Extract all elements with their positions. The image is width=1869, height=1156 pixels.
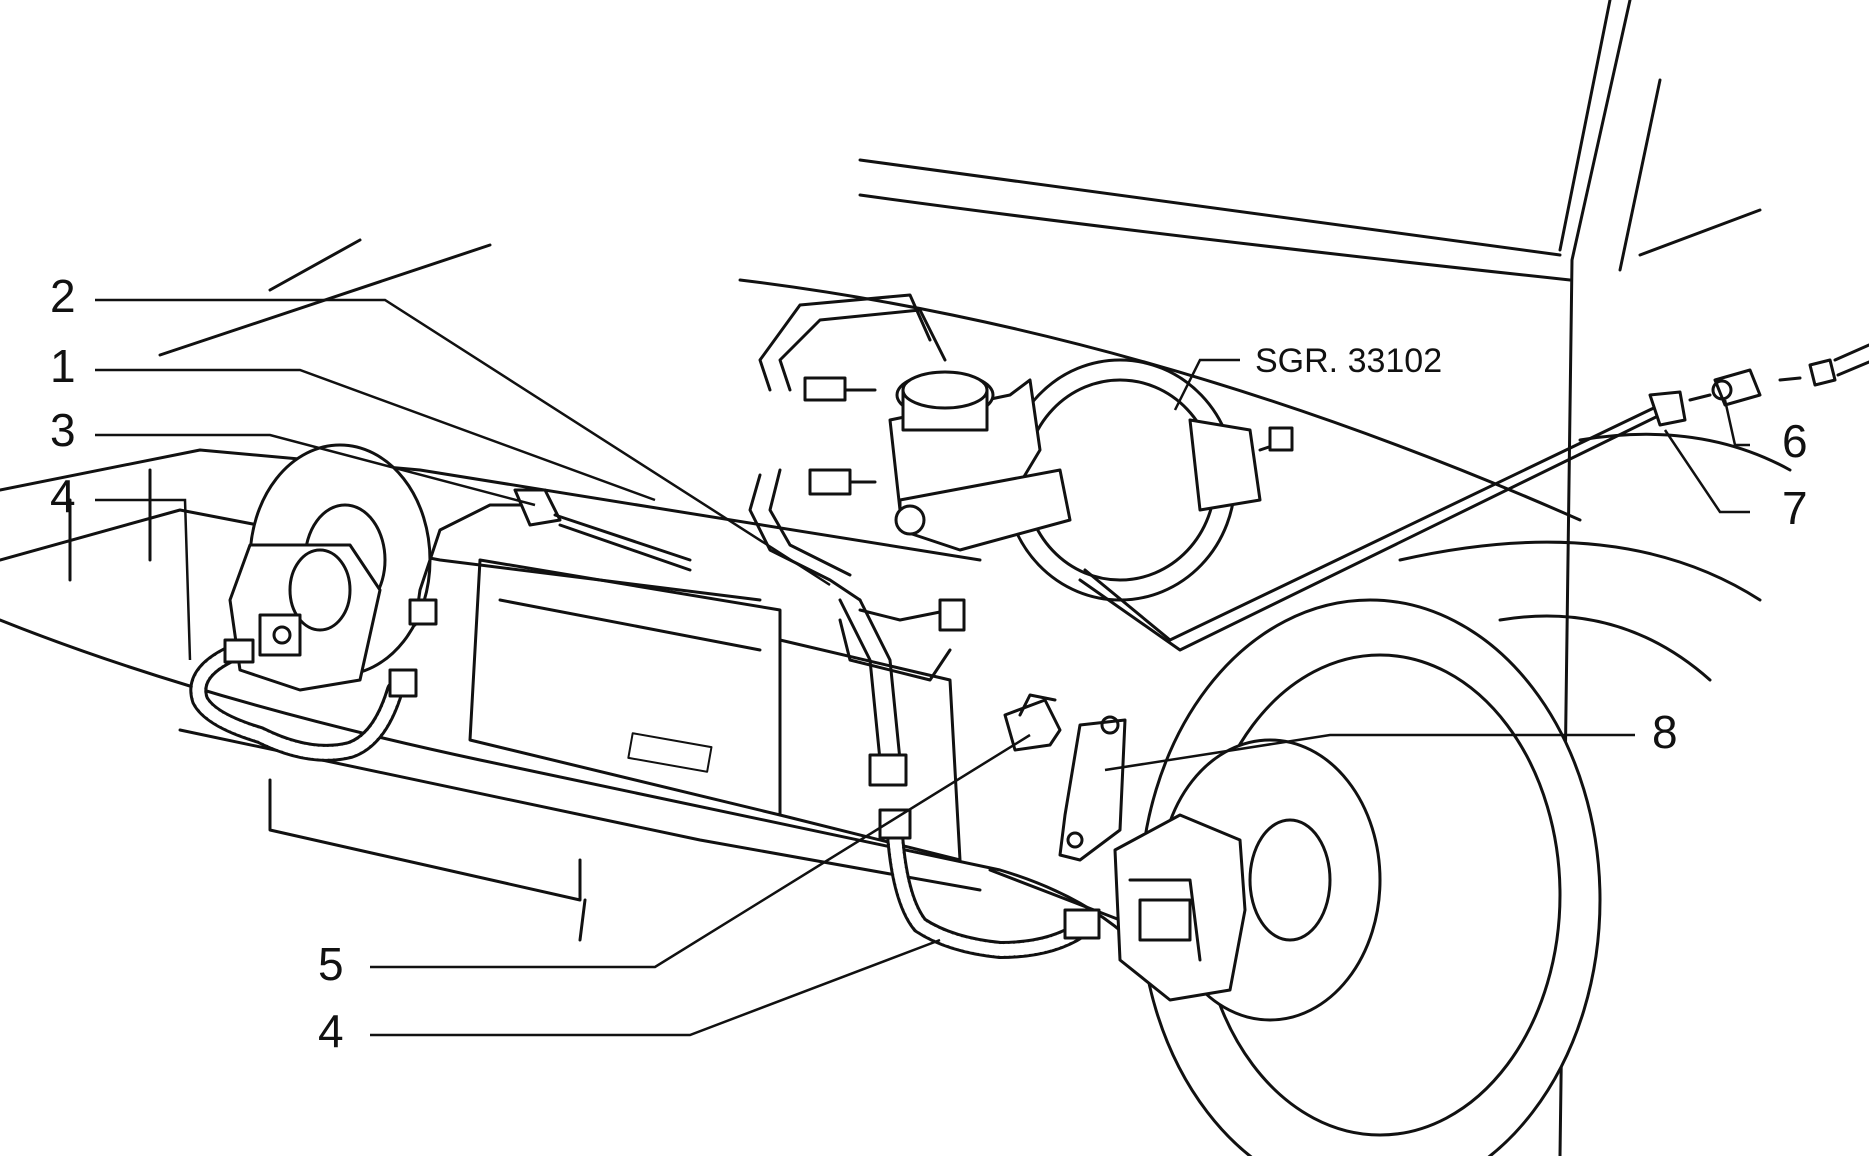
master-cylinder-reservoir	[888, 370, 1072, 552]
left-flexible-brake-hose	[189, 638, 418, 762]
leader-8	[1104, 733, 1635, 772]
callout-7: 7	[1782, 482, 1808, 534]
right-brake-pipe	[1078, 343, 1869, 652]
right-flexible-brake-hose	[878, 808, 1101, 960]
callout-labels: 2 1 3 4 5 4 8 6 7 SGR. 33102	[50, 270, 1808, 1057]
right-brake-assembly	[1113, 598, 1602, 1156]
callout-2: 2	[50, 270, 76, 322]
reference-label: SGR. 33102	[1255, 342, 1442, 380]
leader-6	[1723, 399, 1750, 447]
sensor-bracket	[1058, 715, 1127, 862]
hose-bracket	[1003, 693, 1062, 752]
callout-8: 8	[1652, 706, 1678, 758]
leader-3	[95, 433, 536, 507]
leader-5	[370, 733, 1031, 969]
callout-4-bottom: 4	[318, 1005, 344, 1057]
callout-3: 3	[50, 404, 76, 456]
leader-1	[95, 368, 656, 502]
leader-7	[1663, 429, 1750, 514]
leader-sgr	[1173, 358, 1240, 411]
callout-4-left: 4	[50, 470, 76, 522]
callout-5: 5	[318, 938, 344, 990]
leader-lines	[95, 298, 1750, 1037]
leader-4-bottom	[370, 938, 941, 1037]
brake-servo-booster	[1003, 358, 1294, 602]
callout-6: 6	[1782, 415, 1808, 467]
callout-1: 1	[50, 340, 76, 392]
left-brake-assembly	[228, 443, 432, 692]
master-cylinder-pipes	[748, 293, 966, 787]
leader-2	[95, 298, 831, 587]
left-brake-pipe	[408, 488, 692, 627]
leader-4-left	[95, 498, 192, 661]
